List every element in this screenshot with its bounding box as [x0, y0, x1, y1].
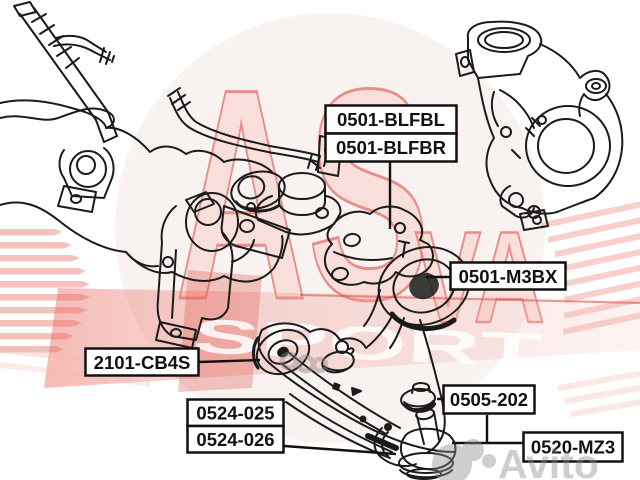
stopper-grommet [400, 382, 436, 413]
control-arm [252, 205, 471, 480]
label-box-blfbl [324, 104, 458, 135]
leader-cb4s [198, 358, 261, 364]
leader-lines [198, 161, 523, 456]
avito-logo-circle-3 [482, 454, 496, 468]
label-box-blfbr [324, 132, 458, 163]
label-0524b: 0524-026 [196, 429, 274, 450]
avito-watermark-text: Avito [498, 441, 599, 480]
front-bushing [255, 328, 311, 376]
sport-band-edge [299, 294, 640, 304]
label-blfbr: 0501-BLFBR [336, 137, 446, 158]
label-mz3: 0520-MZ3 [531, 437, 615, 458]
rear-bushing [377, 246, 471, 326]
label-cb4s: 2101-CB4S [94, 352, 191, 373]
label-box-cb4s [84, 347, 200, 377]
label-m3bx: 0501-M3BX [459, 266, 558, 287]
asva-watermark: AS VA SPORT [0, 13, 640, 443]
steering-knuckle [455, 20, 624, 231]
part-labels [84, 104, 624, 463]
stabilizer-link [13, 1, 118, 143]
label-0524a: 0524-025 [196, 403, 274, 424]
hose-line [167, 87, 327, 171]
avito-watermark: Avito [432, 439, 599, 480]
label-box-0505 [442, 384, 536, 415]
site-watermark-mid [279, 351, 329, 374]
rear-bracket [324, 205, 434, 286]
leader-0524 [283, 444, 397, 456]
avito-logo-circle-1 [432, 444, 472, 480]
band-tail-2 [0, 362, 150, 387]
label-blfbl: 0501-BLFBL [337, 109, 445, 130]
label-box-0524b [186, 424, 285, 454]
label-box-m3bx [449, 261, 567, 291]
speed-stripes-bottom-right [557, 366, 640, 418]
label-0505: 0505-202 [450, 389, 528, 410]
avito-logo-circle-2 [462, 439, 484, 461]
label-box-mz3 [522, 431, 624, 463]
